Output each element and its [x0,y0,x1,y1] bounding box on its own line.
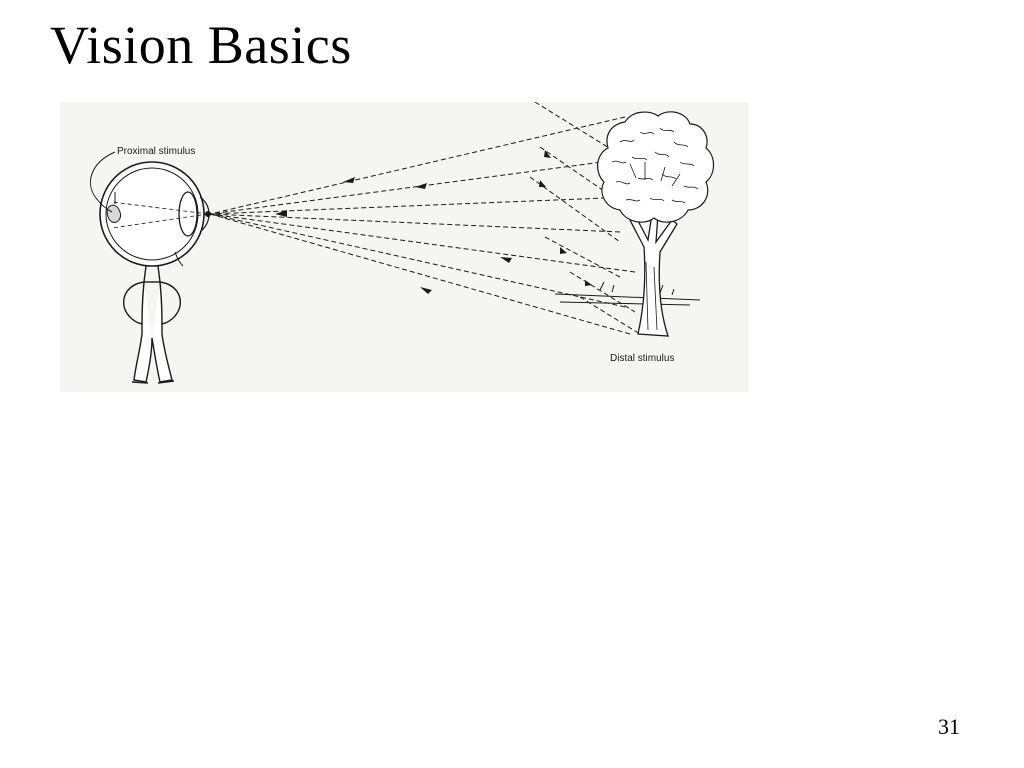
light-ray [209,196,631,215]
arrowhead [544,150,551,158]
vision-diagram-svg: Proximal stimulus Distal stimulus [60,102,749,392]
tree-canopy [597,111,715,223]
ray-arrowheads [275,150,592,294]
retina-ray [111,213,209,229]
grass-tufts [599,281,675,296]
incoming-light-ray [569,271,636,313]
right-leg [151,281,173,383]
incoming-light-ray [544,236,621,278]
eye-lens [178,191,198,237]
ground [554,281,701,306]
eye-figure-icon [99,161,211,384]
light-ray [209,213,626,308]
left-arm [123,281,145,325]
neck [143,265,161,283]
page-number: 31 [938,714,960,739]
arrowhead [420,287,432,294]
eyeball-inner [105,167,199,261]
eyeball [99,161,205,267]
arrowhead [275,210,287,217]
tree-icon [597,111,715,337]
optic-nerve [174,251,184,267]
slide-title: Vision Basics [50,15,352,75]
ground-line [559,301,691,306]
distal-stimulus-label: Distal stimulus [610,353,674,364]
retina-ray [111,201,209,215]
proximal-callout-line [89,151,116,213]
light-ray [209,213,631,335]
arrowhead [343,177,355,183]
arrowhead [500,257,512,263]
light-ray [209,116,626,215]
right-arm [159,281,181,325]
light-ray [209,213,621,233]
proximal-stimulus-label: Proximal stimulus [117,146,195,157]
left-leg [133,281,153,383]
incoming-light-ray [529,176,621,243]
arrowhead [415,183,427,189]
canopy-foliage [611,127,699,204]
trunk-bark [645,261,658,331]
ground-line [554,293,701,301]
vision-diagram: Proximal stimulus Distal stimulus [60,102,749,392]
feet [131,380,175,384]
arrowhead [560,247,567,254]
arrowhead [585,280,592,286]
arrowhead [539,180,546,187]
retinal-image [106,204,121,223]
